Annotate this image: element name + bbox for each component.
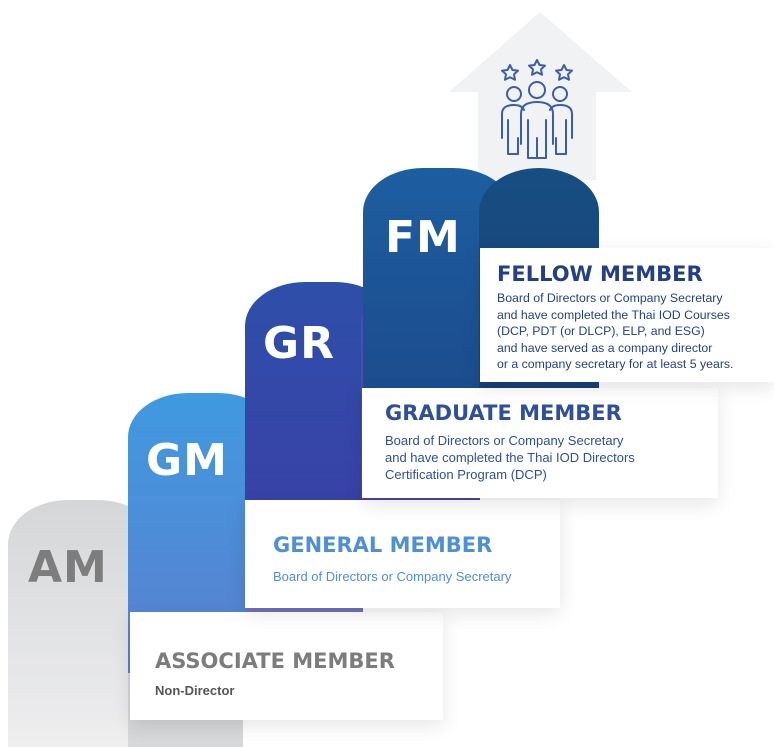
general-member-title: GENERAL MEMBER	[273, 533, 493, 557]
graduate-member-title: GRADUATE MEMBER	[385, 401, 622, 425]
people-with-stars-icon	[501, 59, 573, 159]
fellow-member-panel: FELLOW MEMBER Board of Directors or Comp…	[480, 248, 774, 382]
general-member-panel: GENERAL MEMBER Board of Directors or Com…	[245, 500, 560, 608]
associate-member-panel: ASSOCIATE MEMBER Non-Director	[130, 612, 443, 720]
graduate-member-description: Board of Directors or Company Secretary …	[385, 433, 635, 482]
associate-member-description: Non-Director	[155, 683, 235, 698]
am-code: AM	[28, 542, 108, 593]
fellow-member-description: Board of Directors or Company Secretary …	[497, 291, 734, 371]
graduate-member-panel: GRADUATE MEMBER Board of Directors or Co…	[362, 388, 718, 498]
associate-member-title: ASSOCIATE MEMBER	[155, 649, 395, 673]
fellow-member-title: FELLOW MEMBER	[497, 262, 703, 286]
gm-code: GM	[146, 435, 228, 486]
general-member-description: Board of Directors or Company Secretary	[273, 569, 512, 584]
gr-code: GR	[263, 318, 335, 369]
fm-code: FM	[385, 212, 461, 263]
